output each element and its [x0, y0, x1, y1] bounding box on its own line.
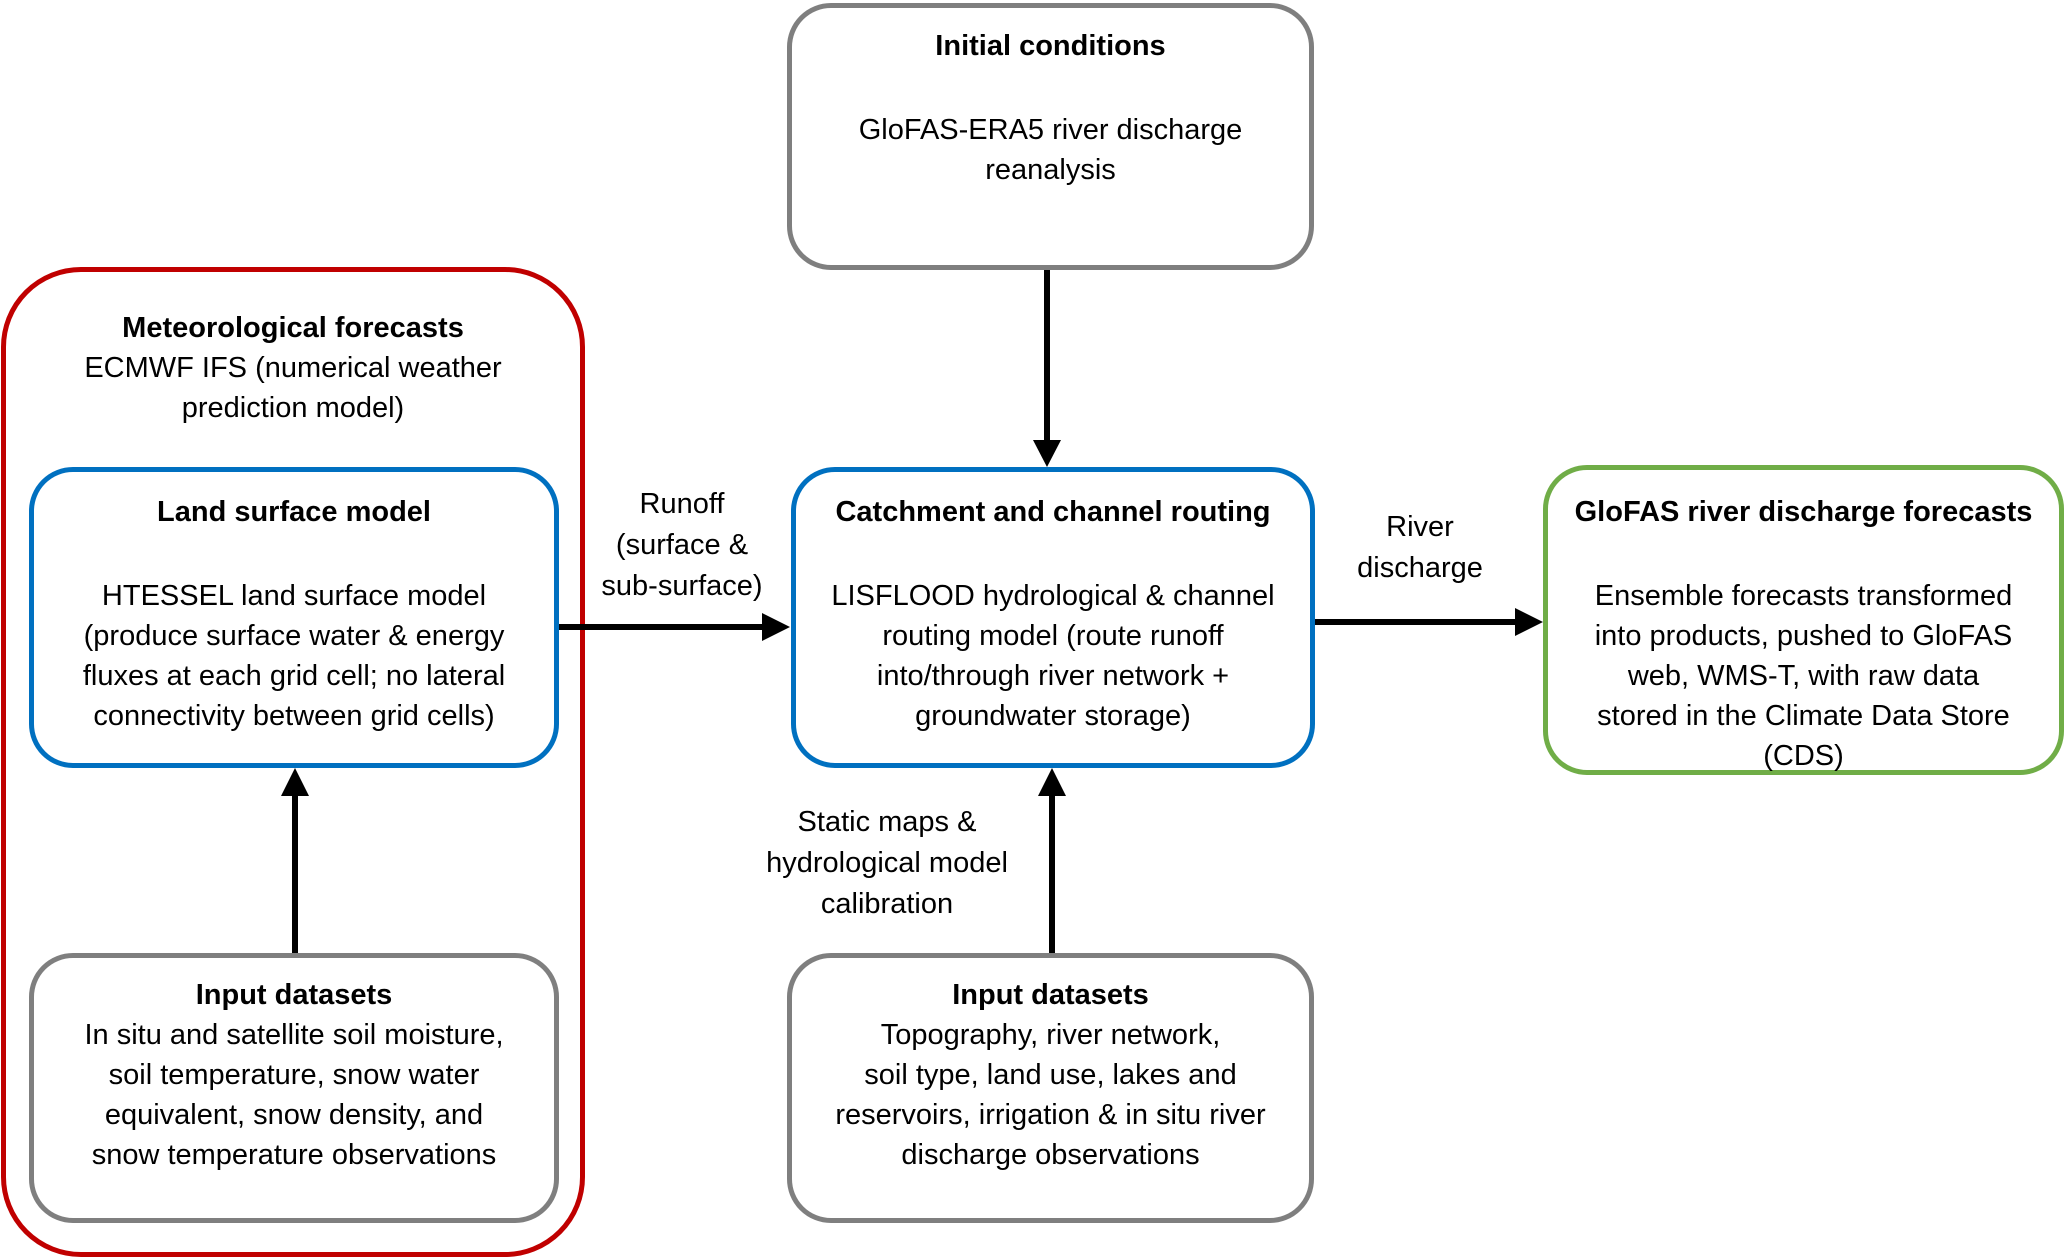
initial-conditions-body: GloFAS-ERA5 river discharge reanalysis: [792, 110, 1309, 190]
label-line: sub-surface): [601, 570, 763, 602]
body-line: connectivity between grid cells): [93, 700, 495, 732]
arrow-runoff: [559, 613, 790, 641]
body-line: equivalent, snow density, and: [104, 1099, 484, 1131]
body-line: (CDS): [1763, 740, 1844, 772]
input-datasets-center-body: Topography, river network, soil type, la…: [792, 1015, 1309, 1175]
body-line: soil type, land use, lakes and: [864, 1059, 1237, 1091]
glofas-forecasts-title: GloFAS river discharge forecasts: [1574, 496, 2033, 528]
land-surface-model-body: HTESSEL land surface model (produce surf…: [34, 576, 554, 736]
body-line: Topography, river network,: [880, 1019, 1221, 1051]
label-line: Runoff: [639, 488, 725, 520]
arrow-input-center-to-catchment: [1038, 768, 1066, 953]
body-line: (produce surface water & energy: [83, 620, 505, 652]
label-line: (surface &: [615, 529, 749, 561]
body-line: into/through river network +: [876, 660, 1230, 692]
label-line: Static maps &: [797, 806, 977, 838]
body-line: soil temperature, snow water: [108, 1059, 480, 1091]
arrow-initial-to-catchment: [1033, 270, 1061, 467]
body-line: GloFAS-ERA5 river discharge: [858, 114, 1243, 146]
input-datasets-left-box: Input datasets In situ and satellite soi…: [29, 953, 559, 1223]
input-datasets-center-box: Input datasets Topography, river network…: [787, 953, 1314, 1223]
label-line: hydrological model: [766, 847, 1008, 879]
label-line: River: [1386, 511, 1454, 543]
catchment-routing-box: Catchment and channel routing LISFLOOD h…: [791, 467, 1315, 768]
meteorological-forecasts-body: ECMWF IFS (numerical weather prediction …: [6, 348, 580, 428]
body-line: reanalysis: [985, 154, 1116, 186]
label-line: calibration: [820, 888, 954, 920]
land-surface-model-title: Land surface model: [157, 496, 431, 528]
runoff-label: Runoff (surface & sub-surface): [592, 484, 772, 607]
initial-conditions-box: Initial conditions GloFAS-ERA5 river dis…: [787, 3, 1314, 270]
arrow-river-discharge: [1315, 608, 1543, 636]
initial-conditions-title: Initial conditions: [935, 30, 1166, 62]
input-datasets-left-body: In situ and satellite soil moisture, soi…: [34, 1015, 554, 1175]
body-line: groundwater storage): [915, 700, 1191, 732]
body-line: prediction model): [181, 392, 405, 424]
body-line: LISFLOOD hydrological & channel: [831, 580, 1275, 612]
body-line: stored in the Climate Data Store: [1597, 700, 2010, 732]
body-line: HTESSEL land surface model: [101, 580, 487, 612]
body-line: routing model (route runoff: [882, 620, 1224, 652]
label-line: discharge: [1357, 552, 1483, 584]
input-datasets-center-title: Input datasets: [952, 979, 1149, 1011]
river-discharge-label: River discharge: [1330, 507, 1510, 589]
body-line: web, WMS-T, with raw data: [1627, 660, 1980, 692]
meteorological-forecasts-group: Meteorological forecasts ECMWF IFS (nume…: [1, 267, 585, 1257]
body-line: discharge observations: [901, 1139, 1200, 1171]
land-surface-model-box: Land surface model HTESSEL land surface …: [29, 467, 559, 768]
body-line: fluxes at each grid cell; no lateral: [82, 660, 506, 692]
glofas-forecasts-body: Ensemble forecasts transformed into prod…: [1548, 576, 2059, 776]
input-datasets-left-title: Input datasets: [195, 979, 393, 1011]
static-maps-label: Static maps & hydrological model calibra…: [747, 802, 1027, 925]
catchment-routing-body: LISFLOOD hydrological & channel routing …: [796, 576, 1310, 736]
catchment-routing-title: Catchment and channel routing: [835, 496, 1271, 528]
meteorological-forecasts-title: Meteorological forecasts: [122, 312, 464, 344]
body-line: into products, pushed to GloFAS: [1594, 620, 2013, 652]
body-line: In situ and satellite soil moisture,: [84, 1019, 504, 1051]
body-line: reservoirs, irrigation & in situ river: [835, 1099, 1266, 1131]
body-line: snow temperature observations: [91, 1139, 497, 1171]
glofas-forecasts-box: GloFAS river discharge forecasts Ensembl…: [1543, 465, 2064, 775]
body-line: Ensemble forecasts transformed: [1594, 580, 2013, 612]
body-line: ECMWF IFS (numerical weather: [84, 352, 502, 384]
